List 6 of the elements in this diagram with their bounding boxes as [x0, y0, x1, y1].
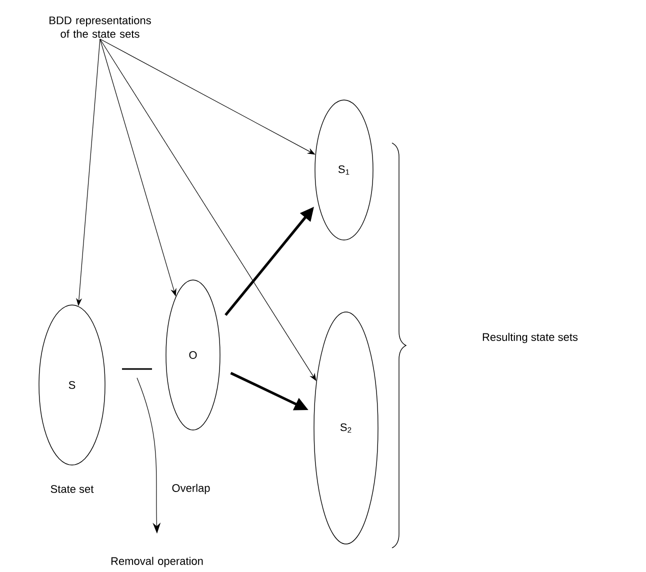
text-label: State set	[50, 485, 94, 493]
text-label: BDD representations of the state sets	[50, 16, 151, 38]
text-label: Overlap	[172, 484, 210, 494]
minus-sign	[122, 368, 152, 370]
text-label: Resulting state sets	[482, 332, 578, 344]
text-label: Removal operation	[111, 556, 203, 568]
